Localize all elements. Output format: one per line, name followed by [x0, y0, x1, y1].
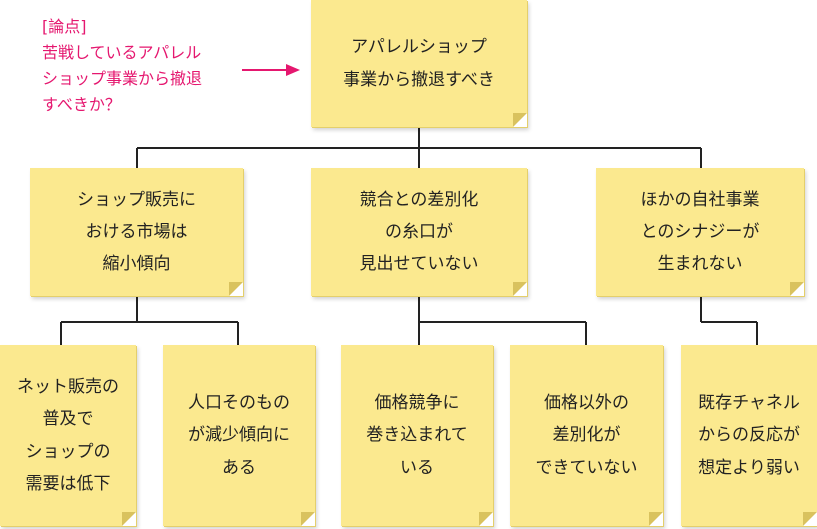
- note-line: できていない: [535, 457, 638, 478]
- note-line: 生まれない: [657, 254, 743, 275]
- note-line: ある: [222, 457, 256, 478]
- note-line: おける市場は: [85, 221, 188, 242]
- note-line: 普及で: [42, 409, 94, 430]
- note-line: 事業から撤退すべき: [343, 69, 495, 90]
- note-line: の糸口が: [385, 221, 453, 242]
- page-curl: [649, 512, 663, 526]
- note-line: 縮小傾向: [102, 254, 171, 275]
- page-curl: [229, 282, 243, 296]
- page-curl: [790, 282, 804, 296]
- root-note: アパレルショップ 事業から撤退すべき: [311, 0, 527, 127]
- issue-line: すべきか？: [42, 95, 121, 114]
- note-line: ほかの自社事業: [640, 189, 760, 210]
- note-line: 巻き込まれて: [366, 425, 468, 446]
- issue-line: 苦戦しているアパレル: [42, 43, 202, 62]
- page-curl: [513, 282, 527, 296]
- issue-line: [論点]: [42, 17, 87, 36]
- page-curl: [513, 113, 527, 127]
- leaf-note-price-competition: 価格競争に 巻き込まれて いる: [341, 345, 493, 526]
- note-line: とのシナジーが: [640, 221, 760, 242]
- issue-question: [論点] 苦戦しているアパレル ショップ事業から撤退 すべきか？: [42, 14, 202, 118]
- note-line: ショップ販売に: [77, 189, 196, 210]
- note-line: 既存チャネル: [698, 393, 800, 414]
- note-line: 差別化が: [552, 425, 621, 446]
- leaf-note-population: 人口そのもの が減少傾向に ある: [163, 345, 315, 526]
- branch-note-market: ショップ販売に おける市場は 縮小傾向: [30, 168, 243, 296]
- page-curl: [479, 512, 493, 526]
- note-line: 見出せていない: [359, 254, 479, 275]
- note-line: いる: [400, 457, 434, 478]
- leaf-note-non-price: 価格以外の 差別化が できていない: [510, 345, 663, 526]
- note-line: 需要は低下: [25, 473, 111, 494]
- note-line: からの反応が: [698, 425, 800, 446]
- note-line: 価格競争に: [374, 393, 460, 414]
- page-curl: [301, 512, 315, 526]
- note-line: が減少傾向に: [188, 425, 290, 446]
- note-line: 競合との差別化: [359, 189, 479, 210]
- note-line: 価格以外の: [544, 393, 629, 414]
- note-line: ネット販売の: [17, 376, 119, 397]
- branch-note-differentiation: 競合との差別化 の糸口が 見出せていない: [311, 168, 527, 296]
- note-line: 想定より弱い: [698, 457, 800, 478]
- branch-note-synergy: ほかの自社事業 とのシナジーが 生まれない: [596, 168, 804, 296]
- note-line: 人口そのもの: [188, 393, 290, 414]
- leaf-note-online-sales: ネット販売の 普及で ショップの 需要は低下: [0, 345, 136, 526]
- page-curl: [803, 512, 817, 526]
- leaf-note-channel-response: 既存チャネル からの反応が 想定より弱い: [681, 345, 817, 526]
- note-line: アパレルショップ: [351, 37, 487, 58]
- note-line: ショップの: [25, 441, 111, 462]
- page-curl: [122, 512, 136, 526]
- issue-line: ショップ事業から撤退: [42, 69, 203, 88]
